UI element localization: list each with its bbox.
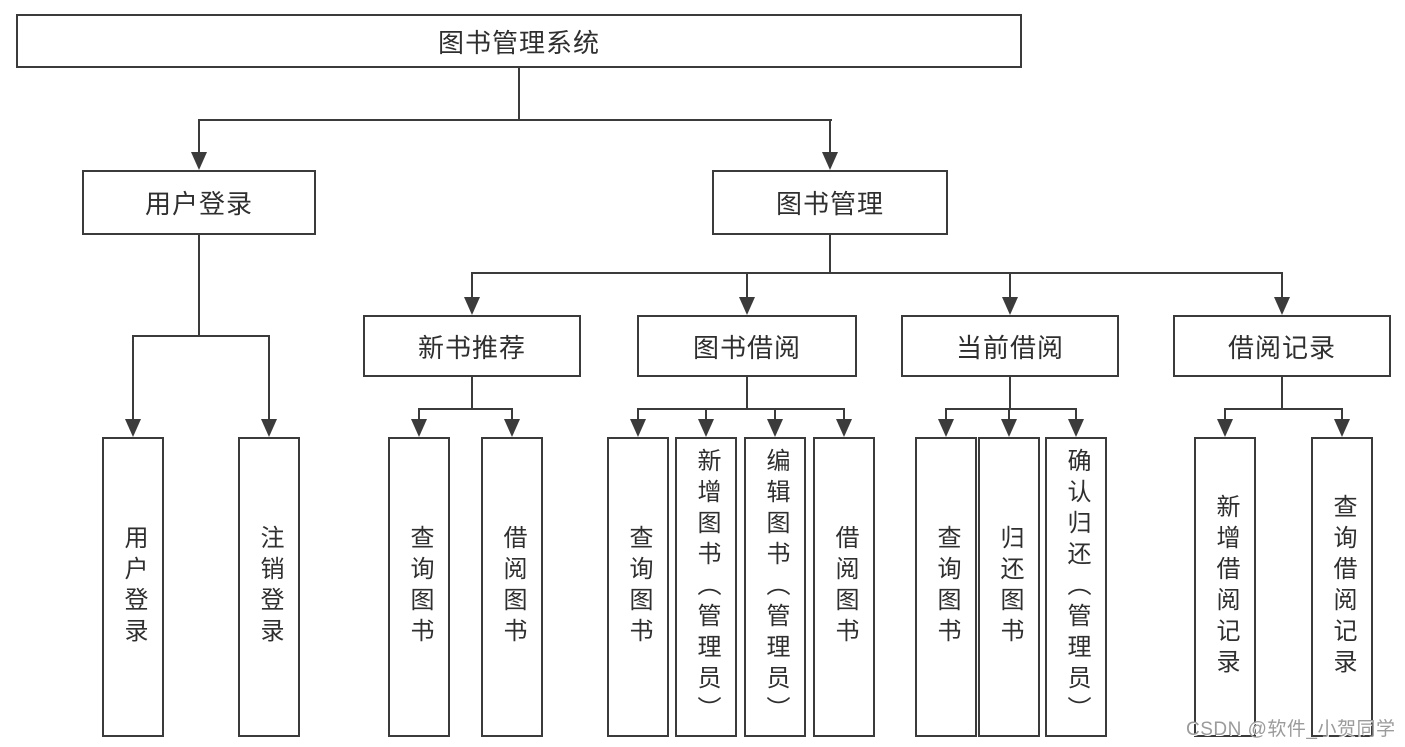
node-borrow-records: 借阅记录 xyxy=(1173,315,1391,377)
arrow-to-book-management xyxy=(822,119,838,170)
node-logout-leaf: 注销登录 xyxy=(238,437,300,737)
node-current-borrow: 当前借阅 xyxy=(901,315,1119,377)
arrow-to-current-borrow xyxy=(1002,272,1018,315)
connector-user-login-stem xyxy=(198,235,200,335)
node-book-borrow: 图书借阅 xyxy=(637,315,857,377)
node-label: 图书借阅 xyxy=(692,332,801,363)
arrow-records-query xyxy=(1334,408,1350,437)
arrow-records-add xyxy=(1217,408,1233,437)
node-book-management-branch: 图书管理 xyxy=(712,170,948,235)
connector-recommend-hbar xyxy=(418,408,513,410)
node-label: 查询图书 xyxy=(625,525,652,649)
connector-book-management-hbar xyxy=(471,272,1283,274)
arrow-current-confirm xyxy=(1068,408,1084,437)
node-label: 查询图书 xyxy=(933,525,960,649)
connector-current-stem xyxy=(1009,377,1011,408)
connector-user-login-hbar xyxy=(132,335,270,337)
node-edit-books-admin: 编辑图书（管理员） xyxy=(744,437,806,737)
arrow-borrow-borrow xyxy=(836,408,852,437)
arrow-borrow-query xyxy=(630,408,646,437)
node-label: 图书管理系统 xyxy=(437,27,600,58)
node-library-system-root: 图书管理系统 xyxy=(16,14,1022,68)
connector-records-stem xyxy=(1281,377,1283,408)
node-recommend-borrow-books: 借阅图书 xyxy=(481,437,543,737)
node-query-borrow-record: 查询借阅记录 xyxy=(1311,437,1373,737)
node-label: 用户登录 xyxy=(120,525,147,649)
arrow-to-logout-leaf xyxy=(261,335,277,437)
arrow-to-new-book-recommend xyxy=(464,272,480,315)
arrow-borrow-add xyxy=(698,408,714,437)
node-label: 查询借阅记录 xyxy=(1329,494,1356,680)
node-label: 当前借阅 xyxy=(955,332,1064,363)
arrow-recommend-borrow xyxy=(504,408,520,437)
node-add-books-admin: 新增图书（管理员） xyxy=(675,437,737,737)
node-user-login-branch: 用户登录 xyxy=(82,170,316,235)
connector-root-stem xyxy=(518,68,520,120)
node-label: 新增借阅记录 xyxy=(1212,494,1239,680)
arrow-current-return xyxy=(1001,408,1017,437)
node-new-book-recommend: 新书推荐 xyxy=(363,315,581,377)
csdn-watermark: CSDN @软件_小贺同学 xyxy=(1186,719,1396,740)
arrow-to-borrow-records xyxy=(1274,272,1290,315)
node-label: 注销登录 xyxy=(256,525,283,649)
node-add-borrow-record: 新增借阅记录 xyxy=(1194,437,1256,737)
node-current-query-books: 查询图书 xyxy=(915,437,977,737)
node-label: 借阅图书 xyxy=(831,525,858,649)
node-confirm-return-admin: 确认归还（管理员） xyxy=(1045,437,1107,737)
node-label: 借阅记录 xyxy=(1227,332,1336,363)
connector-root-hbar xyxy=(198,119,832,121)
arrow-to-user-login xyxy=(191,119,207,170)
node-return-books: 归还图书 xyxy=(978,437,1040,737)
arrow-recommend-query xyxy=(411,408,427,437)
arrow-to-book-borrow xyxy=(739,272,755,315)
node-recommend-query-books: 查询图书 xyxy=(388,437,450,737)
node-borrow-query-books: 查询图书 xyxy=(607,437,669,737)
arrow-borrow-edit xyxy=(767,408,783,437)
node-borrow-borrow-books: 借阅图书 xyxy=(813,437,875,737)
connector-borrow-hbar xyxy=(637,408,845,410)
node-label: 新增图书（管理员） xyxy=(693,447,720,727)
node-label: 编辑图书（管理员） xyxy=(762,447,789,727)
connector-current-hbar xyxy=(945,408,1077,410)
node-label: 归还图书 xyxy=(996,525,1023,649)
arrow-current-query xyxy=(938,408,954,437)
node-label: 新书推荐 xyxy=(417,332,526,363)
node-label: 查询图书 xyxy=(406,525,433,649)
connector-book-management-stem xyxy=(829,235,831,274)
node-label: 借阅图书 xyxy=(499,525,526,649)
arrow-to-user-login-leaf xyxy=(125,335,141,437)
node-label: 用户登录 xyxy=(144,189,253,219)
node-user-login-leaf: 用户登录 xyxy=(102,437,164,737)
node-label: 确认归还（管理员） xyxy=(1063,447,1090,727)
connector-records-hbar xyxy=(1224,408,1343,410)
connector-recommend-stem xyxy=(471,377,473,408)
connector-borrow-stem xyxy=(746,377,748,408)
node-label: 图书管理 xyxy=(775,189,884,219)
